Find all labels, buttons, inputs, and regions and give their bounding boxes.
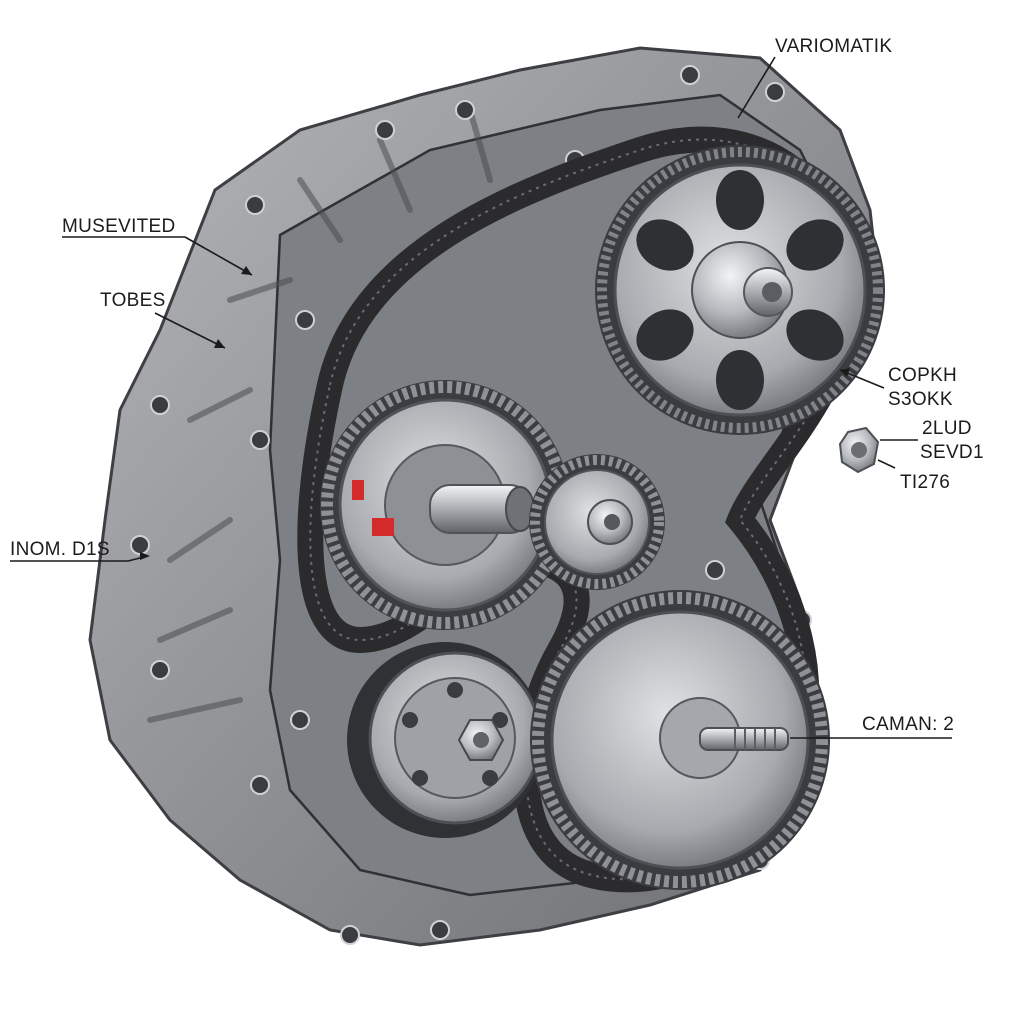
label-tobes: TOBES: [100, 290, 166, 311]
leader-lines: [10, 56, 952, 739]
idler-gear: [529, 454, 665, 590]
label-inom-d1s: INOM. D1S: [10, 539, 110, 560]
label-variomatik: VARIOMATIK: [775, 36, 892, 57]
label-ti276: TI276: [900, 472, 950, 493]
loose-nut: [838, 426, 880, 474]
variomatik-pulley: [595, 145, 885, 435]
output-gear: [530, 590, 830, 890]
label-sevd1: SEVD1: [920, 442, 984, 463]
label-musevited: MUSEVITED: [62, 216, 176, 237]
timing-mark-upper: [352, 480, 364, 500]
label-s3okk: S3OKK: [888, 389, 953, 410]
label-caman2: CAMAN: 2: [862, 714, 954, 735]
labels: VARIOMATIK MUSEVITED TOBES COPKH S3OKK 2…: [10, 36, 984, 735]
timing-mark-lower: [372, 518, 394, 536]
tensioner-pulley: [347, 642, 543, 838]
housing-ribs: [147, 107, 493, 723]
label-2lud: 2LUD: [922, 418, 972, 439]
label-copkh: COPKH: [888, 365, 957, 386]
